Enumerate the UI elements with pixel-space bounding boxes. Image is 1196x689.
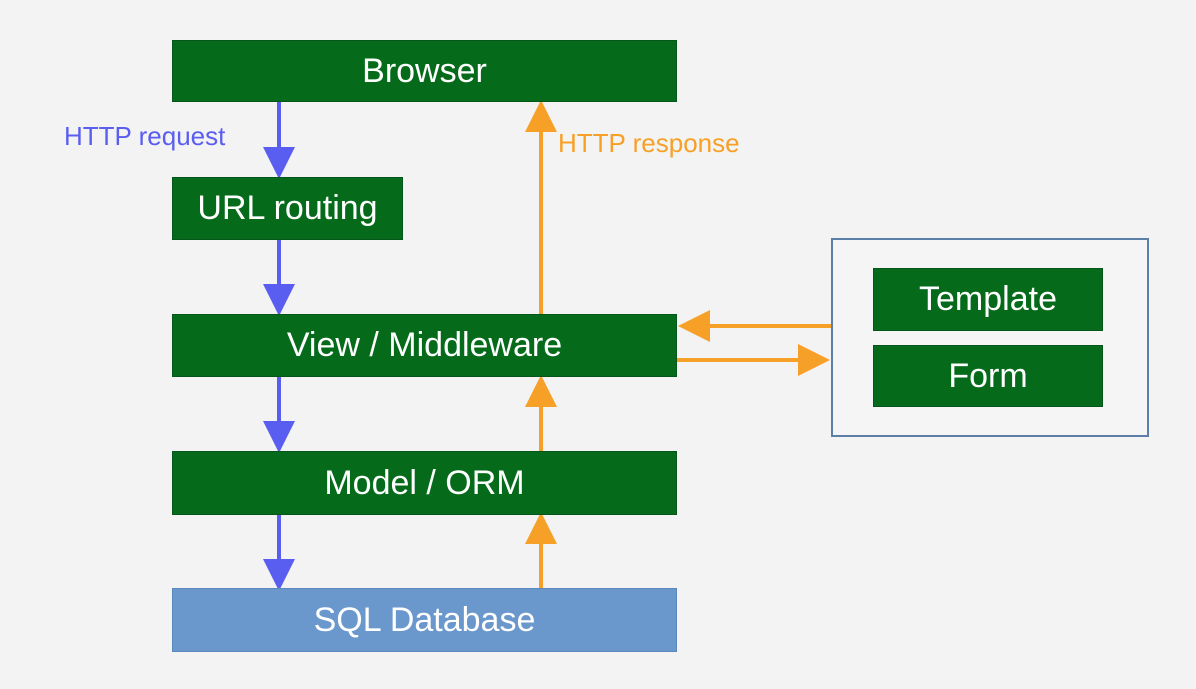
http-response-label: HTTP response bbox=[558, 128, 740, 158]
sql-database-box: SQL Database bbox=[172, 588, 677, 652]
template-box: Template bbox=[873, 268, 1103, 331]
url-routing-box: URL routing bbox=[172, 177, 403, 240]
http-request-label: HTTP request bbox=[64, 121, 226, 151]
form-box: Form bbox=[873, 345, 1103, 407]
model-orm-box: Model / ORM bbox=[172, 451, 677, 515]
view-middleware-box: View / Middleware bbox=[172, 314, 677, 377]
browser-box: Browser bbox=[172, 40, 677, 102]
